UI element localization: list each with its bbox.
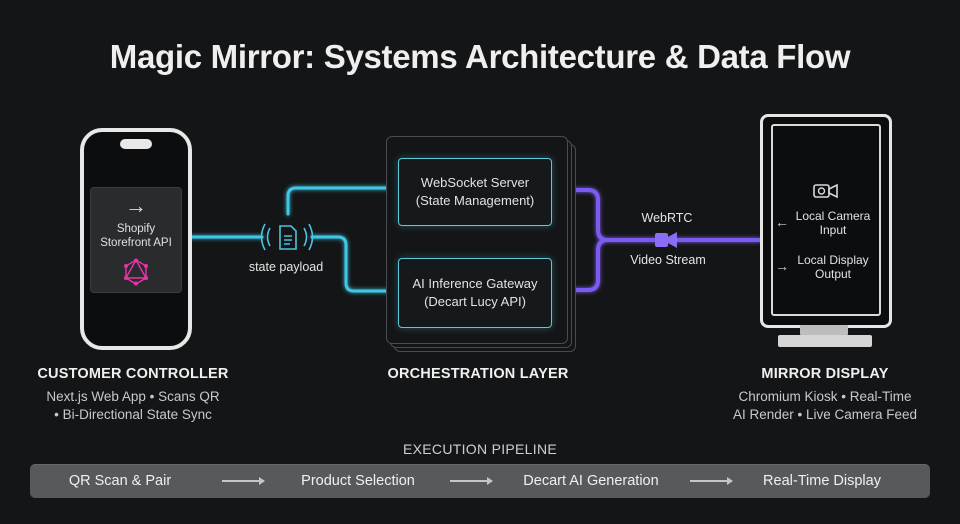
pipeline-step: QR Scan & Pair <box>68 473 172 489</box>
orchestration-heading: ORCHESTRATION LAYER <box>387 366 569 382</box>
pipeline-arrow-icon <box>690 477 733 485</box>
video-camera-icon <box>655 232 677 248</box>
pipeline-step: Product Selection <box>301 473 415 489</box>
controller-desc-line1: Next.js Web App • Scans QR <box>46 389 220 404</box>
websocket-label-line1: WebSocket Server <box>420 175 530 190</box>
payload-label: state payload <box>248 260 324 274</box>
display-label-line1: Local Display <box>797 253 869 267</box>
pipeline-arrow-icon <box>450 477 493 485</box>
ai-gateway-label-line2: (Decart Lucy API) <box>424 294 526 309</box>
phone-notch <box>120 139 152 149</box>
mirror-desc-line1: Chromium Kiosk • Real-Time <box>738 389 912 404</box>
payload-websocket-link <box>286 186 400 216</box>
controller-desc-line2: • Bi-Directional State Sync <box>54 407 212 422</box>
document-broadcast-icon <box>260 223 314 251</box>
webrtc-label: WebRTC <box>641 211 693 225</box>
pipeline-title: EXECUTION PIPELINE <box>403 441 557 457</box>
shopify-api-card: → Shopify Storefront API <box>90 187 182 293</box>
arrow-left-icon: ← <box>775 214 789 230</box>
display-label-line2: Output <box>814 267 852 281</box>
pipeline-arrow-icon <box>222 477 265 485</box>
ai-stream-link <box>550 238 610 292</box>
video-stream-label: Video Stream <box>630 253 706 267</box>
mirror-screen <box>771 124 881 316</box>
api-label-line2: Storefront API <box>100 237 172 249</box>
websocket-label-line2: (State Management) <box>415 193 535 208</box>
page-title: Magic Mirror: Systems Architecture & Dat… <box>109 38 851 75</box>
phone-device: → Shopify Storefront API <box>80 128 192 350</box>
camera-label-line1: Local Camera <box>795 209 871 223</box>
mirror-desc-line2: AI Render • Live Camera Feed <box>732 407 918 422</box>
camera-icon <box>813 183 838 199</box>
mirror-stand-neck <box>800 325 848 335</box>
controller-heading: CUSTOMER CONTROLLER <box>37 366 229 382</box>
api-label-line1: Shopify <box>116 223 156 235</box>
pipeline-step: Decart AI Generation <box>523 473 659 489</box>
execution-pipeline-bar: QR Scan & Pair Product Selection Decart … <box>30 464 930 498</box>
pipeline-step: Real-Time Display <box>763 473 881 489</box>
websocket-server-box: WebSocket Server (State Management) <box>398 158 552 226</box>
mirror-heading: MIRROR DISPLAY <box>761 366 889 382</box>
graphql-icon <box>124 258 148 286</box>
ai-gateway-label-line1: AI Inference Gateway <box>412 276 538 291</box>
mirror-stand-base <box>778 335 872 347</box>
arrow-right-icon: → <box>125 193 147 218</box>
mirror-device <box>760 114 892 328</box>
ai-gateway-box: AI Inference Gateway (Decart Lucy API) <box>398 258 552 328</box>
camera-label-line2: Input <box>819 223 847 237</box>
payload-ai-link <box>310 235 400 293</box>
arrow-right-icon: → <box>775 258 789 274</box>
